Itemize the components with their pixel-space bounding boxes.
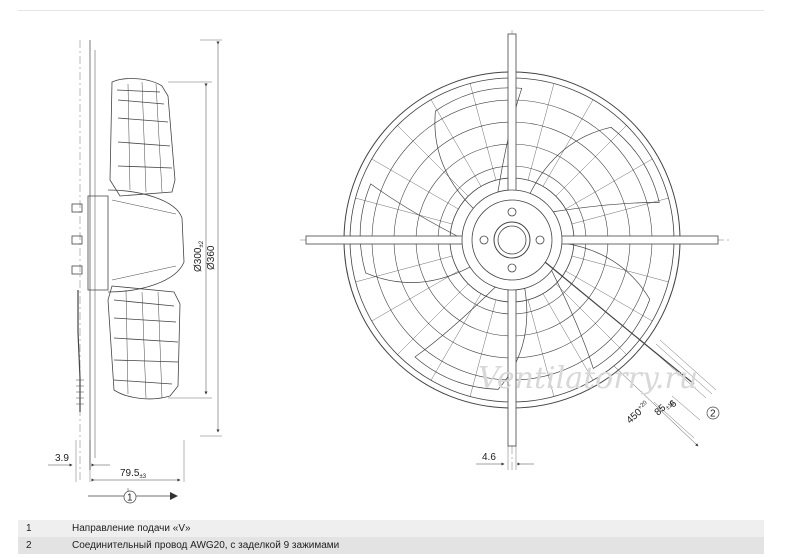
guard-spoke [542, 293, 594, 381]
watermark: Ventilatorry.ru [478, 361, 698, 396]
legend-table: 1 Направление подачи «V» 2 Соединительны… [18, 520, 764, 554]
fan-blade [551, 242, 651, 369]
dim-300-label: Ø300±2 [193, 240, 205, 272]
guard-spoke [571, 197, 669, 225]
legend-row: 1 Направление подачи «V» [18, 520, 764, 537]
top-rule [18, 10, 764, 11]
fan-blade [414, 286, 528, 390]
callout-1: 1 [123, 490, 137, 504]
guard-spoke [527, 83, 555, 181]
fan-blade [359, 183, 471, 283]
callout-2: 2 [706, 406, 720, 420]
guard-spoke [565, 158, 653, 210]
guard-spoke [430, 99, 482, 187]
guard-spoke [355, 197, 453, 225]
legend-num: 1 [18, 520, 64, 537]
fan-technical-drawing: Ø300±2 Ø360 3.9 79.5±3 1 [48, 30, 730, 504]
dim-6-label: 6 [668, 398, 680, 410]
legend-text: Соединительный провод AWG20, с заделкой … [64, 537, 764, 554]
dim-3-9-label: 3.9 [55, 453, 69, 464]
svg-text:2: 2 [710, 409, 716, 420]
dim-360-label: Ø360 [206, 245, 217, 270]
guard-spoke [555, 125, 627, 197]
fan-blade [434, 87, 523, 209]
guard-spoke [430, 293, 482, 381]
guard-spoke [571, 255, 669, 283]
dim-4-6-label: 4.6 [482, 452, 496, 463]
guard-spoke [397, 283, 469, 355]
guard-spoke [355, 255, 453, 283]
dim-450-label: 450+20 [625, 400, 653, 427]
legend-num: 2 [18, 537, 64, 554]
guard-spoke [469, 83, 497, 181]
legend-text: Направление подачи «V» [64, 520, 764, 537]
guard-spoke [397, 125, 469, 197]
dim-79-5-label: 79.5±3 [120, 468, 147, 480]
guard-spoke [371, 270, 459, 322]
svg-text:1: 1 [127, 493, 133, 504]
guard-spoke [371, 158, 459, 210]
guard-spoke [542, 99, 594, 187]
guard-spoke [527, 299, 555, 397]
side-view [48, 39, 222, 500]
guard-spoke [469, 299, 497, 397]
guard-spoke [565, 270, 653, 322]
guard-spoke [555, 283, 627, 355]
front-view [300, 30, 730, 470]
legend-row: 2 Соединительный провод AWG20, с заделко… [18, 537, 764, 554]
